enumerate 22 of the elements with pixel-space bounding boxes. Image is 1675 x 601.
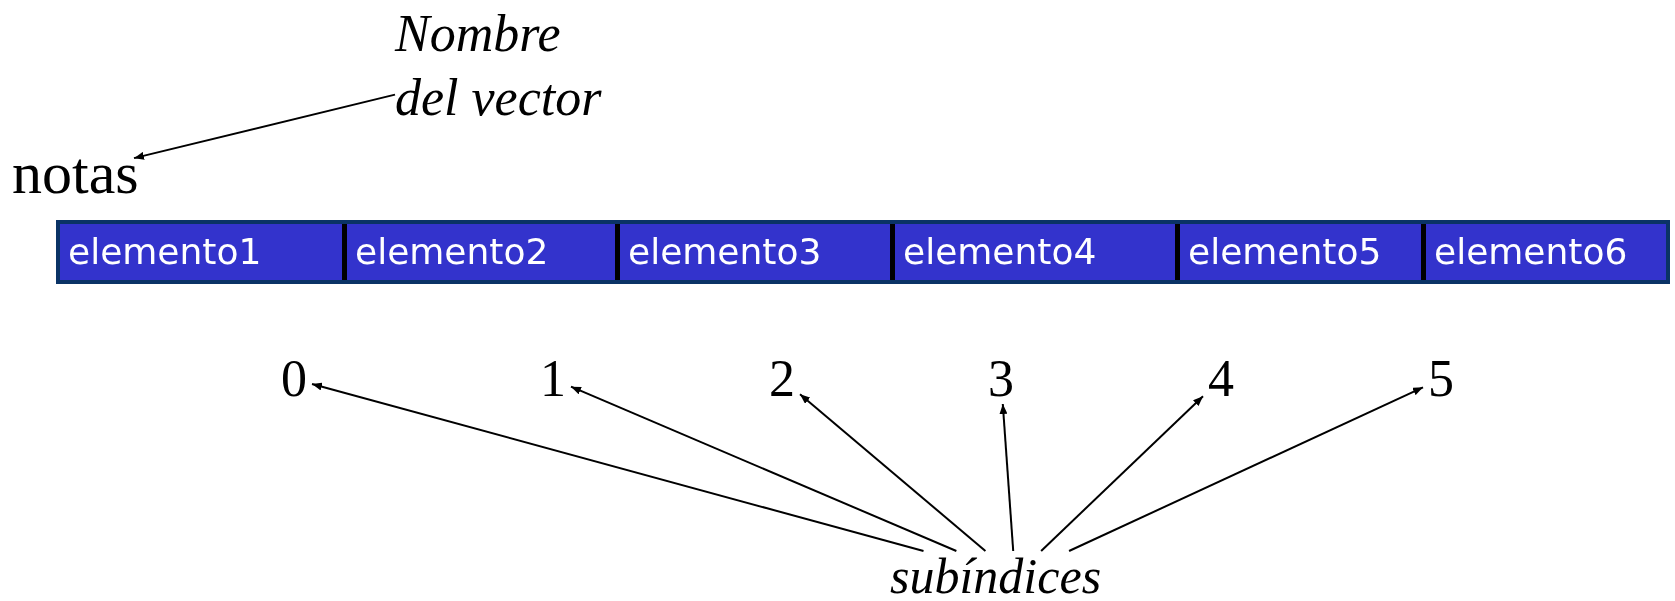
index-number: 4 [1203, 354, 1239, 404]
index-number: 1 [535, 354, 571, 404]
index-number: 2 [764, 354, 800, 404]
array-cell: elemento6 [1421, 224, 1666, 280]
arrow [999, 403, 1015, 552]
callout-text: Nombre del vector [395, 2, 630, 130]
callout-text: subíndices [890, 551, 1140, 601]
array-cell: elemento1 [60, 224, 342, 280]
array-cell: elemento5 [1175, 224, 1421, 280]
array-cell: elemento4 [890, 224, 1175, 280]
arrow [133, 93, 396, 160]
arrow [311, 382, 925, 552]
index-number: 0 [276, 354, 312, 404]
arrow [1068, 386, 1424, 552]
array-cell: elemento2 [342, 224, 615, 280]
array-cell: elemento3 [615, 224, 890, 280]
arrow [570, 385, 958, 552]
index-number: 3 [983, 354, 1019, 404]
arrow [1040, 395, 1204, 552]
array-bar [56, 220, 1670, 284]
index-number: 5 [1423, 354, 1459, 404]
arrow [799, 393, 987, 552]
